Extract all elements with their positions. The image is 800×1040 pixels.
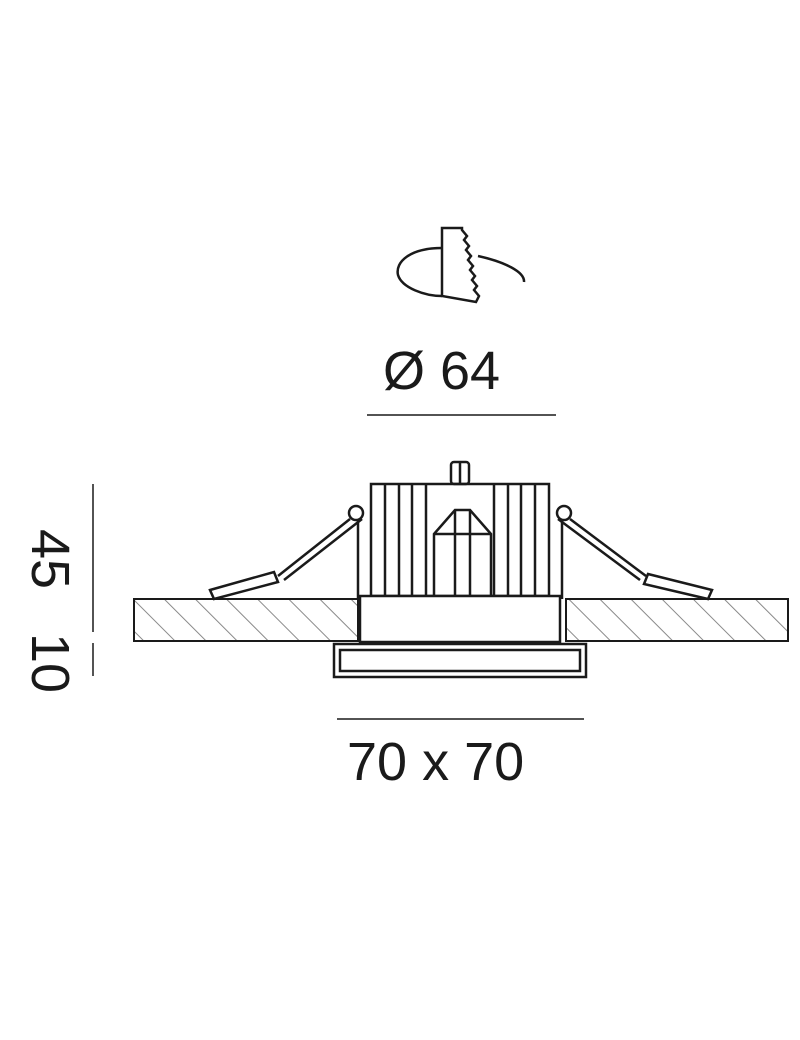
height-label: 45	[20, 529, 80, 590]
downlight-body	[332, 460, 588, 679]
spring-clip-right	[555, 504, 714, 601]
ceiling-section-right	[565, 598, 789, 642]
spring-clip-left	[208, 504, 365, 601]
hole-saw-icon	[396, 226, 526, 304]
trim-height-label: 10	[20, 633, 80, 694]
frame-size-label: 70 x 70	[347, 732, 525, 792]
cutout-diameter-label: Ø 64	[383, 341, 501, 401]
ceiling-section-left	[133, 598, 359, 642]
